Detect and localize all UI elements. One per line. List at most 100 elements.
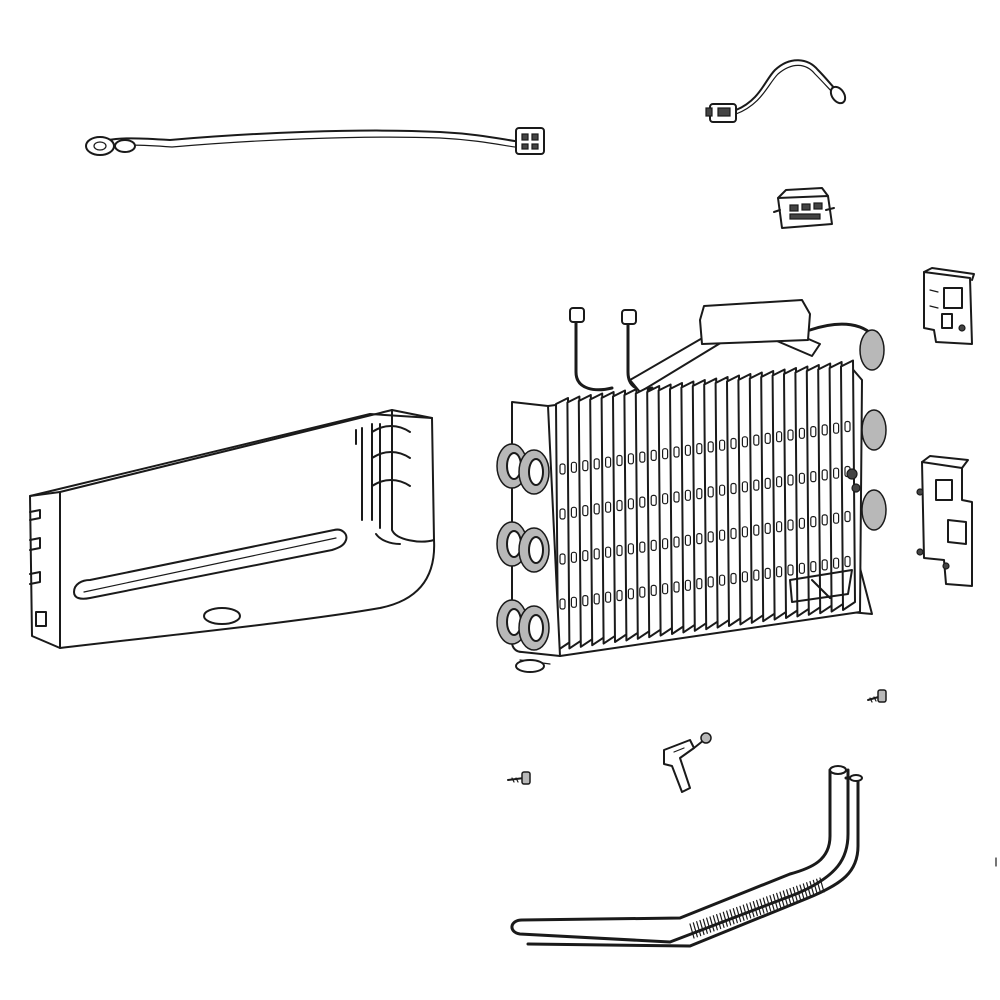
- fin-hole: [832, 467, 840, 479]
- fin-hole: [570, 461, 578, 473]
- screw: [867, 689, 887, 703]
- fin-hole: [821, 424, 828, 436]
- coil-wrap-mark: [769, 895, 775, 911]
- fin-hole: [696, 488, 703, 500]
- fin-hole: [775, 521, 783, 533]
- fin-hole: [832, 422, 840, 434]
- fin-hole: [764, 477, 771, 489]
- fin-hole: [696, 443, 703, 455]
- coil-wrap-mark: [706, 917, 712, 933]
- fin-hole: [707, 441, 714, 453]
- fin-hole: [673, 491, 680, 503]
- fin-hole: [604, 591, 612, 603]
- fin-hole: [696, 577, 703, 590]
- coil-wrap-mark: [796, 885, 802, 901]
- coil-wrap-mark: [689, 923, 695, 939]
- fin-hole: [821, 559, 828, 571]
- fin-hole: [559, 508, 566, 520]
- coil-wrap-mark: [799, 884, 805, 900]
- coil-bends: [496, 443, 550, 651]
- fin-hole: [650, 584, 657, 597]
- coil-wrap-mark: [819, 877, 825, 893]
- fin-hole: [798, 427, 806, 439]
- coil-wrap-mark: [772, 893, 778, 910]
- fin-hole: [821, 514, 828, 526]
- fin-hole: [650, 539, 657, 552]
- coil-wrap-mark: [766, 896, 772, 912]
- coil-wrap-mark: [816, 878, 822, 894]
- fin-hole: [787, 474, 794, 486]
- fin-hole: [616, 544, 623, 557]
- mounting-bracket-upper: [923, 267, 975, 345]
- fin-hole: [798, 517, 806, 529]
- fin-hole: [798, 472, 806, 484]
- coil-wrap-mark: [776, 892, 782, 908]
- coil-wrap-mark: [742, 904, 748, 920]
- fin-hole: [616, 589, 623, 602]
- evaporator-coil: [496, 299, 887, 673]
- fin-hole: [593, 503, 600, 515]
- coil-wrap-mark: [729, 909, 735, 925]
- coil-wrap-mark: [746, 903, 752, 919]
- retaining-clip: [663, 739, 695, 793]
- fin-hole: [810, 471, 817, 483]
- fin-hole: [844, 510, 851, 523]
- fin-hole: [593, 548, 600, 560]
- fin-hole: [673, 446, 680, 458]
- fin-hole: [604, 456, 612, 468]
- coil-wrap-mark: [709, 916, 715, 932]
- fin-hole: [730, 527, 737, 540]
- coil-wrap-mark: [699, 919, 705, 936]
- fin-hole: [787, 429, 794, 441]
- coil-wrap-mark: [759, 898, 765, 914]
- fin-hole: [810, 515, 817, 528]
- fin-hole: [741, 571, 749, 583]
- fin-hole: [627, 543, 635, 555]
- fin-hole: [559, 553, 566, 565]
- fin-hole: [570, 506, 578, 518]
- fin-hole: [661, 538, 669, 550]
- fin-hole: [753, 569, 760, 581]
- evaporator-fins: [555, 359, 856, 651]
- fin-hole: [684, 489, 692, 501]
- coil-wrap-mark: [779, 891, 785, 907]
- fin-hole: [753, 524, 760, 536]
- coil-wrap-mark: [809, 880, 815, 897]
- fin-hole: [559, 463, 566, 475]
- fin-hole: [639, 541, 646, 553]
- fin-hole: [844, 555, 851, 568]
- fin-hole: [730, 572, 737, 585]
- heater-coil-wrap: [689, 877, 825, 939]
- fin-hole: [559, 598, 566, 610]
- fin-hole: [639, 451, 646, 463]
- coil-wrap-mark: [792, 886, 798, 903]
- fin-hole: [684, 444, 692, 456]
- fin-hole: [741, 436, 749, 448]
- fin-hole: [764, 432, 771, 444]
- thermistor-harness: [705, 59, 847, 123]
- coil-wrap-mark: [739, 905, 745, 921]
- fin-hole: [673, 536, 680, 548]
- fin-hole: [741, 481, 749, 493]
- fin-hole: [810, 426, 817, 438]
- fin-hole: [718, 574, 726, 586]
- fin-hole: [661, 448, 669, 460]
- coil-bend-inner: [528, 458, 544, 486]
- fin-hole: [661, 493, 669, 505]
- fin-hole: [582, 594, 589, 607]
- fin-hole: [753, 479, 760, 491]
- coil-wrap-mark: [732, 908, 738, 924]
- fin-hole: [616, 454, 623, 467]
- fin-hole: [639, 586, 646, 598]
- fin-hole: [832, 557, 840, 569]
- fin-hole: [764, 522, 771, 535]
- fin-hole: [582, 505, 589, 517]
- fin-hole: [627, 498, 635, 510]
- coil-wrap-mark: [696, 921, 702, 937]
- coil-wrap-mark: [722, 911, 728, 927]
- fin-hole: [604, 501, 612, 513]
- fin-hole: [593, 458, 600, 470]
- coil-wrap-mark: [736, 906, 742, 923]
- coil-wrap-mark: [802, 883, 808, 899]
